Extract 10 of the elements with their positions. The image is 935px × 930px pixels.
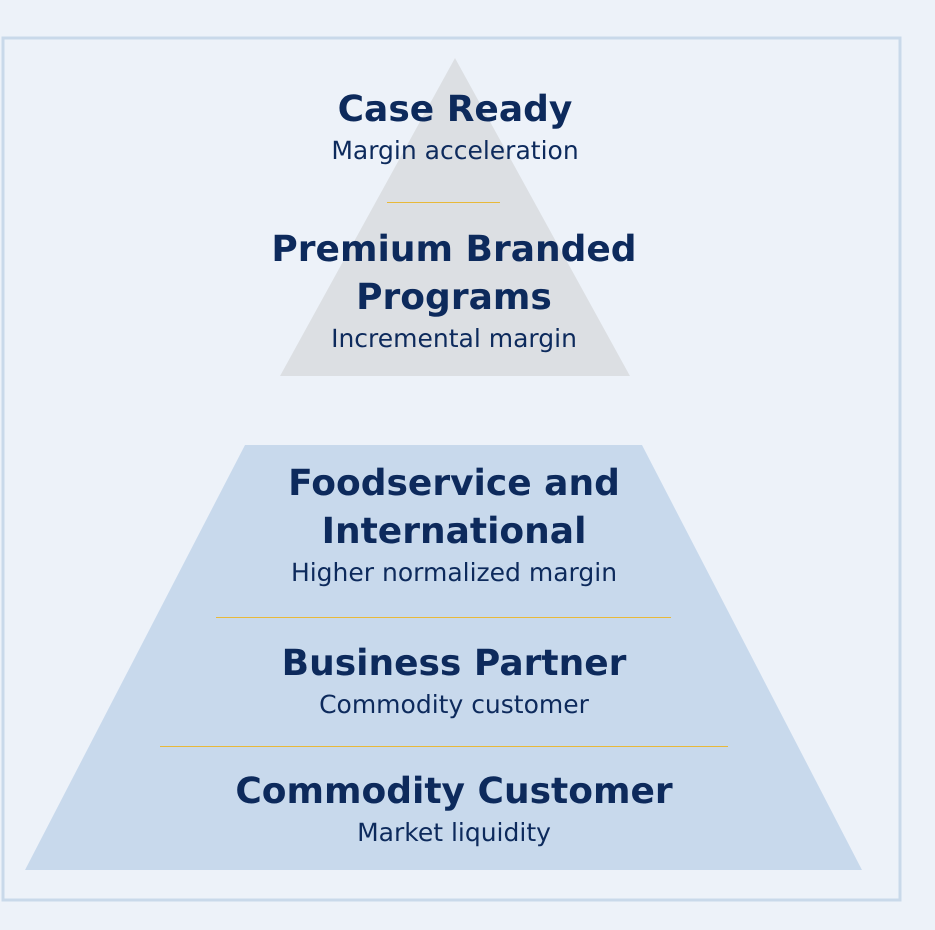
tier-subtitle: Commodity customer xyxy=(318,689,590,721)
tier-title: Premium Branded Programs xyxy=(270,228,638,320)
tier-subtitle: Higher normalized margin xyxy=(290,557,618,589)
tier-subtitle: Market liquidity xyxy=(356,817,552,849)
tier-title: Commodity Customer xyxy=(234,770,674,814)
tier-title: Foodservice and International xyxy=(287,462,621,554)
tier-subtitle: Margin acceleration xyxy=(330,135,580,167)
tier-subtitle: Incremental margin xyxy=(330,323,578,355)
tier-title: Case Ready xyxy=(336,88,574,132)
tier-title: Business Partner xyxy=(280,642,628,686)
